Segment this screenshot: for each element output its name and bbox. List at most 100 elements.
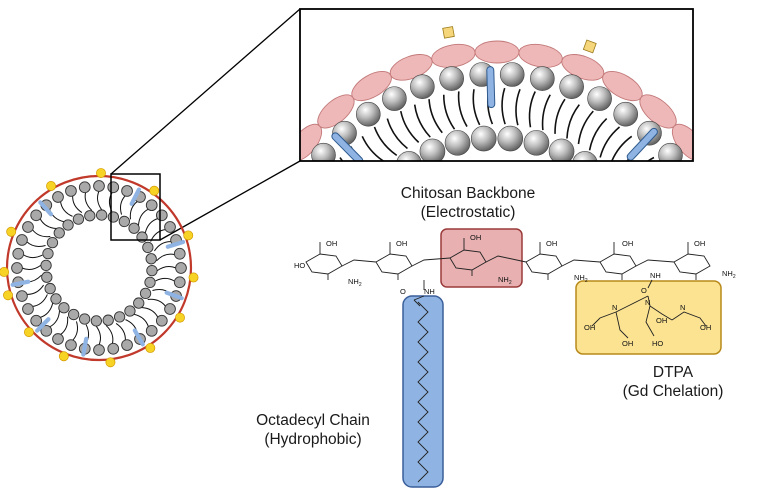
- micelle-blue-chain: [164, 290, 184, 301]
- zoom-tail: [661, 222, 694, 237]
- micelle-yellow-ligands: [0, 168, 199, 368]
- micelle-yellow-ligand: [0, 267, 10, 277]
- atom-ho-dtpa-5: OH: [700, 323, 711, 332]
- zoom-tail: [288, 267, 324, 272]
- zoom-tail: [399, 110, 420, 143]
- micelle-tail: [39, 218, 57, 230]
- zoom-tail: [361, 135, 385, 161]
- micelle-tail: [84, 192, 93, 211]
- micelle-inner-bead: [50, 293, 62, 305]
- amide-bond: [413, 299, 421, 307]
- atom-nh2-4: NH2: [722, 269, 736, 280]
- zoom-tail: [313, 195, 345, 211]
- atom-ho-dtpa-1: OH: [584, 323, 595, 332]
- zoom-outer-sphere: [676, 168, 700, 192]
- micelle-tail: [49, 310, 61, 328]
- atom-oh-3: OH: [470, 233, 481, 242]
- zoom-outer-sphere: [311, 142, 336, 161]
- micelle-blue-chain: [132, 328, 145, 347]
- micelle-inner-bead: [40, 259, 52, 272]
- atom-nh2-1: NH2: [348, 277, 362, 288]
- micelle-outer-bead: [30, 314, 43, 327]
- octadecyl-label-sub: (Hydrophobic): [264, 431, 362, 448]
- zoom-outer-sphere: [691, 195, 715, 219]
- zoom-tail: [528, 91, 536, 128]
- zoom-tail: [373, 126, 398, 157]
- micelle-inner-bead: [107, 211, 120, 223]
- micelle-blue-chain: [10, 279, 31, 287]
- micelle-blue-chain: [165, 239, 186, 249]
- micelle-lipid-tails: [21, 190, 177, 346]
- micelle-inner-bead: [67, 308, 80, 321]
- zoom-outer-sphere: [279, 195, 303, 219]
- micelle-tail: [120, 195, 126, 215]
- dtpa-highlight-box: [575, 280, 722, 355]
- micelle-tail: [156, 266, 177, 272]
- zoom-yellow-ligand: [442, 26, 455, 39]
- micelle-tail: [147, 298, 167, 307]
- atom-oh-5: OH: [622, 239, 633, 248]
- zoom-tail: [306, 208, 339, 222]
- micelle-inner-bead: [44, 282, 56, 295]
- micelle-blue-chains: [10, 187, 186, 357]
- octadecyl-label: Octadecyl Chain (Hydrophobic): [238, 411, 388, 449]
- zoom-tail: [611, 135, 633, 161]
- micelle-yellow-ligand: [188, 272, 199, 283]
- zoom-outer-sphere: [262, 253, 286, 277]
- chitosan-label: Chitosan Backbone (Electrostatic): [368, 184, 568, 222]
- micelle-yellow-ligand: [96, 168, 106, 178]
- zoom-inset: [262, 9, 734, 277]
- octadecyl-chain-capsule: [402, 295, 444, 488]
- zoom-inner-sphere: [593, 168, 618, 193]
- micelle-inner-bead: [95, 209, 108, 221]
- micelle-outer-bead: [164, 303, 176, 315]
- zoom-tail: [428, 99, 443, 134]
- micelle-outer-bead: [52, 333, 64, 345]
- zoom-tail: [501, 87, 506, 125]
- zoom-outer-sphere: [355, 101, 381, 127]
- zoom-outer-sphere: [269, 223, 293, 247]
- zoom-outer-sphere: [587, 86, 612, 111]
- chitosan-chemical-structure: [305, 238, 711, 339]
- micelle-tail: [105, 325, 114, 344]
- micelle-tail: [95, 325, 101, 346]
- atom-o-amide-2: O: [641, 286, 647, 295]
- micelle-yellow-ligand: [6, 226, 17, 237]
- micelle-tail: [39, 302, 54, 318]
- micelle-tail: [21, 264, 42, 270]
- micelle-outer-bead: [145, 324, 158, 337]
- micelle-tail: [26, 284, 44, 295]
- atom-n-dtpa-3: N: [680, 303, 685, 312]
- zoom-tail: [566, 104, 580, 139]
- micelle-inner-bead: [142, 241, 154, 254]
- zoom-pink-petal: [693, 154, 734, 203]
- atom-ho-1: HO: [294, 261, 305, 270]
- micelle-blue-chain: [81, 336, 89, 357]
- atom-oh-2: OH: [396, 239, 407, 248]
- zoom-inner-sphere: [626, 209, 651, 234]
- zoom-blue-chain: [332, 133, 363, 161]
- zoom-tail: [339, 157, 344, 161]
- zoom-tail: [637, 169, 664, 193]
- micelle-tail: [72, 321, 78, 341]
- zoom-inner-sphere: [572, 151, 598, 161]
- zoom-tail: [321, 182, 352, 201]
- micelle-yellow-ligand: [183, 230, 194, 241]
- zoom-inner-sphere: [548, 138, 575, 161]
- micelle-tail: [97, 190, 103, 211]
- micelle-inner-bead: [144, 276, 156, 289]
- micelle-tail: [137, 208, 149, 226]
- zoom-inner-sphere: [343, 209, 368, 234]
- micelle-inner-bead: [42, 247, 54, 260]
- micelle-inner-bead: [46, 236, 59, 249]
- atom-n-dtpa-2: N: [645, 298, 650, 307]
- micelle-inner-bead: [145, 253, 157, 265]
- zoom-tail: [442, 94, 456, 130]
- micelle-tail: [22, 254, 43, 259]
- micelle-inner-bead: [41, 271, 53, 283]
- zoom-outer-sphere: [658, 142, 683, 161]
- zoom-blue-chain: [627, 128, 657, 160]
- micelle-outer-bead: [40, 324, 53, 337]
- zoom-tail: [599, 126, 621, 158]
